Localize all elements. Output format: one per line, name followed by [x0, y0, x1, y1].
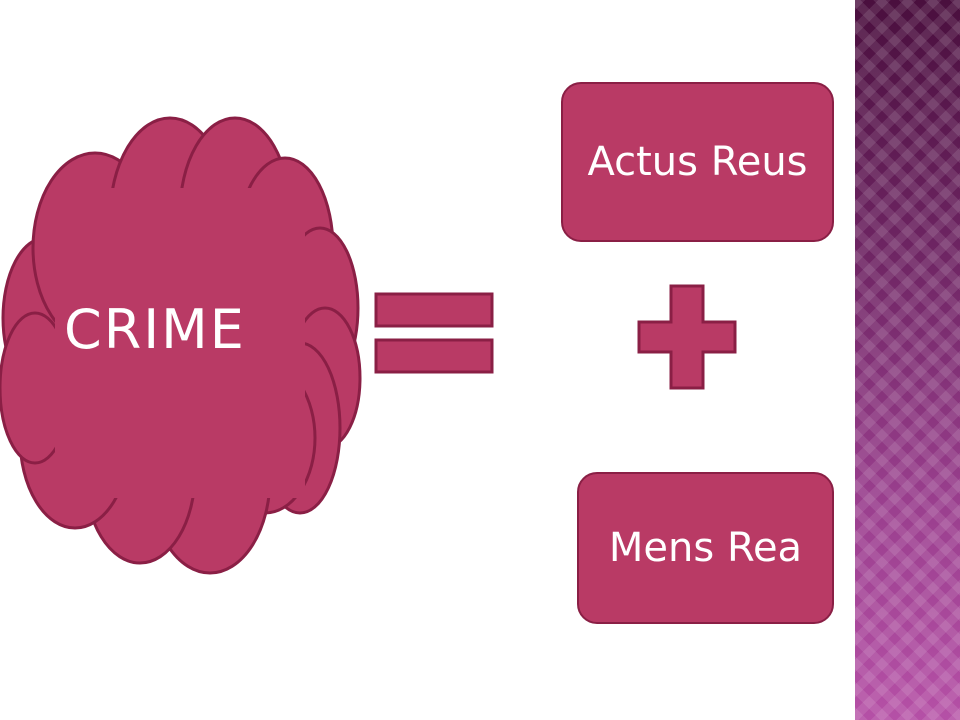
actus-reus-box: Actus Reus	[561, 82, 834, 242]
plus-sign-icon	[637, 284, 737, 390]
mens-rea-box: Mens Rea	[577, 472, 834, 624]
actus-reus-label: Actus Reus	[587, 139, 808, 185]
equals-sign-icon	[374, 292, 494, 374]
decorative-side-panel	[855, 0, 960, 720]
crime-cloud-shape	[0, 116, 362, 575]
crime-label: CRIME	[64, 298, 246, 361]
mens-rea-label: Mens Rea	[608, 525, 803, 571]
